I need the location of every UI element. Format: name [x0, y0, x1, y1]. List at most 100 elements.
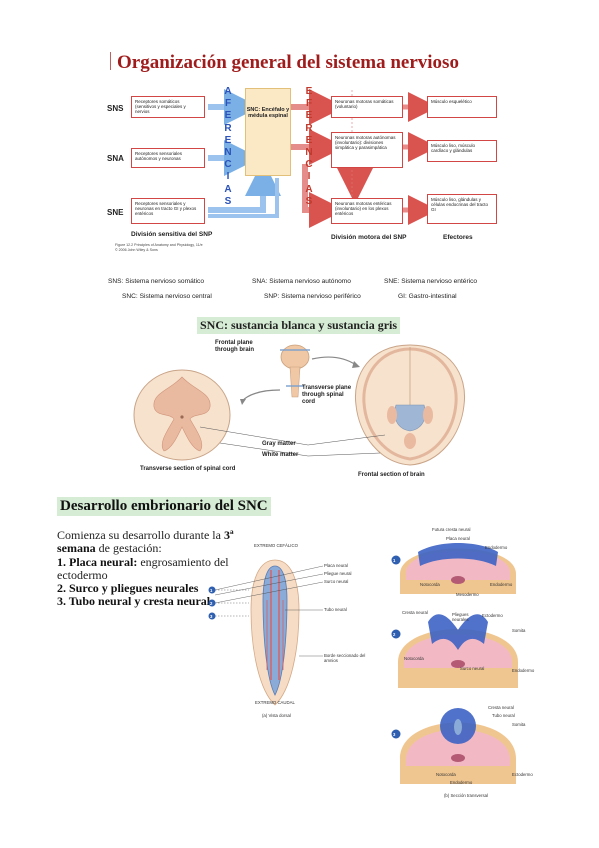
legend-sne: SNE: Sistema nervioso entérico: [384, 278, 478, 285]
row-label-sne: SNE: [107, 208, 124, 217]
embryonic-text: Comienza su desarrollo durante la 3ª sem…: [57, 528, 257, 609]
aferencias-letter: C: [224, 159, 232, 171]
dorsal-marker-1: 1: [210, 588, 213, 593]
stage3-label-ectoderm: Ectodermo: [512, 772, 533, 777]
sensory-box-sna: Receptores sensoriales autónomos y neuro…: [131, 148, 205, 168]
effector-box-skeletal: Músculo esquelético: [427, 96, 497, 118]
intro-bold: 3ª semana: [57, 528, 234, 556]
motor-box-somatic: Neuronas motoras somáticas (voluntario): [331, 96, 403, 118]
transverse-stages-illustration: [391, 543, 518, 784]
stage3-label-tube: Tubo neural: [492, 713, 515, 718]
label-transverse-section: Transverse section of spinal cord: [140, 466, 236, 472]
spinal-cord-brain-illustration: [133, 344, 466, 466]
legend-gi: GI: Gastro-intestinal: [398, 293, 457, 300]
dorsal-caption: (a) Vista dorsal: [262, 713, 291, 718]
stage2-label-groove: Surco neural: [460, 666, 485, 671]
stage1-label-mesoderm: Mesodermo: [456, 592, 479, 597]
item2-text: 2. Surco y pliegues neurales: [57, 581, 199, 596]
legend-sns: SNS: Sistema nervioso somático: [108, 278, 205, 285]
figure-credit-line1: Figure 12.2 Principles of Anatomy and Ph…: [115, 243, 203, 247]
label-transverse-plane: Transverse plane through spinal cord: [302, 385, 352, 405]
effector-box-gi: Músculo liso, glándulas y células endocr…: [427, 194, 497, 224]
item3-text: 3. Tubo neural y cresta neural: [57, 594, 211, 609]
label-frontal-section: Frontal section of brain: [358, 472, 425, 478]
stage1-label-notochord: Notocorda: [420, 582, 440, 587]
aferencias-letter: E: [224, 110, 232, 122]
aferencias-letter: S: [224, 195, 232, 207]
dorsal-label-caudal: EXTREMO CAUDAL: [255, 700, 295, 705]
legend-sna: SNA: Sistema nervioso autónomo: [252, 278, 351, 285]
caption-sensory-division: División sensitiva del SNP: [131, 231, 213, 238]
section-heading-white-gray-matter: SNC: sustancia blanca y sustancia gris: [197, 317, 401, 334]
list-item: 1. Placa neural: engrosamiento del ectod…: [57, 554, 257, 583]
eferencias-letter: E: [305, 134, 313, 146]
transverse-caption: (b) Sección transversal: [444, 793, 488, 798]
intro-pre: Comienza su desarrollo durante la: [57, 528, 224, 542]
stage1-label-future-crest: Futura cresta neural: [432, 527, 471, 532]
eferencias-letters: E F E R E N C I A S: [303, 86, 315, 208]
motor-box-enteric: Neuronas motoras entéricas (involuntario…: [331, 198, 403, 224]
dorsal-marker-2: 2: [210, 601, 213, 606]
stage2-label-endoderm: Endodermo: [512, 668, 535, 673]
aferencias-letter: A: [224, 183, 232, 195]
sensory-box-sne: Receptores sensoriales y neuronas en tra…: [131, 198, 205, 224]
page-title-text: Organización general del sistema nervios…: [117, 52, 459, 73]
stage-number-1: 1: [393, 558, 396, 563]
aferencias-letter: E: [224, 134, 232, 146]
aferencias-letter: F: [224, 98, 232, 110]
nervous-system-diagram: SNS SNA SNE Receptores somáticos (sensit…: [105, 82, 505, 262]
caption-effectors: Efectores: [443, 234, 473, 241]
dorsal-label-cephalic: EXTREMO CEFÁLICO: [254, 543, 298, 548]
list-item: 3. Tubo neural y cresta neural: [57, 595, 257, 608]
list-item: 2. Surco y pliegues neurales: [57, 582, 257, 595]
stage3-label-crest: Cresta neural: [488, 705, 514, 710]
title-bar: [110, 52, 111, 70]
label-frontal-plane: Frontal plane through brain: [215, 340, 254, 353]
row-label-sna: SNA: [107, 154, 124, 163]
sensory-box-sns: Receptores somáticos (sensitivos y espec…: [131, 96, 205, 118]
dorsal-label-neural-tube: Tubo neural: [324, 607, 347, 612]
eferencias-letter: S: [305, 195, 313, 207]
dorsal-label-neural-plate: Placa neural: [324, 563, 348, 568]
snc-box: SNC: Encéfalo y médula espinal: [245, 88, 291, 176]
eferencias-letter: A: [305, 183, 313, 195]
intro-post: de gestación:: [95, 541, 162, 556]
stage2-label-notochord: Notocorda: [404, 656, 424, 661]
intro-paragraph: Comienza su desarrollo durante la 3ª sem…: [57, 528, 257, 556]
eferencias-letter: E: [305, 86, 313, 97]
stage1-label-endoderm: Endodermo: [490, 582, 513, 587]
aferencias-letters: A F E R E N C I A S: [222, 86, 234, 208]
aferencias-letter: A: [224, 86, 232, 97]
effector-box-smooth: Músculo liso, músculo cardíaco y glándul…: [427, 140, 497, 162]
legend-snc: SNC: Sistema nervioso central: [122, 293, 212, 300]
section-heading-embryonic-development: Desarrollo embrionario del SNC: [57, 497, 271, 516]
dorsal-marker-3: 3: [210, 614, 213, 619]
eferencias-letter: F: [305, 98, 313, 110]
legend-snp: SNP: Sistema nervioso periférico: [264, 293, 361, 300]
stage3-label-endoderm: Endodermo: [450, 780, 473, 785]
stage1-label-neural-plate: Placa neural: [446, 536, 470, 541]
label-white-matter: White matter: [262, 452, 299, 458]
aferencias-letter: N: [224, 147, 232, 159]
label-gray-matter: Gray matter: [262, 441, 296, 447]
stage3-label-somite: Somita: [512, 722, 526, 727]
eferencias-letter: I: [307, 171, 311, 183]
stage3-label-notochord: Notocorda: [436, 772, 456, 777]
stage-number-3: 3: [393, 732, 396, 737]
stage2-label-crest: Cresta neural: [402, 610, 428, 615]
eferencias-letter: N: [305, 147, 313, 159]
dorsal-label-amnion: Borde seccionado del amnios: [324, 653, 366, 663]
page-title: Organización general del sistema nervios…: [110, 52, 459, 74]
item1-bold: 1. Placa neural:: [57, 554, 138, 569]
motor-box-autonomic: Neuronas motoras autónomas (involuntario…: [331, 132, 403, 168]
row-label-sns: SNS: [107, 104, 124, 113]
aferencias-letter: R: [224, 122, 232, 134]
dorsal-view-illustration: [208, 559, 324, 706]
caption-motor-division: División motora del SNP: [331, 234, 407, 241]
aferencias-letter: I: [226, 171, 230, 183]
dorsal-label-neural-fold: Pliegue neural: [324, 571, 352, 576]
eferencias-letter: C: [305, 159, 313, 171]
figure-credit-line2: © 2006 John Wiley & Sons: [115, 248, 158, 252]
eferencias-letter: R: [305, 122, 313, 134]
stage2-label-ectoderm: Ectodermo: [482, 613, 503, 618]
